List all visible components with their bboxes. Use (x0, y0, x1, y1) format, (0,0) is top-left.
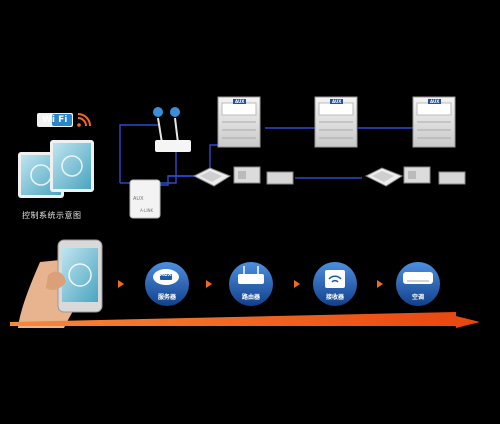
step-label-router: 路由器 (241, 294, 260, 301)
progress-arrow (10, 312, 480, 328)
wifi-badge (37, 113, 91, 127)
line-tablet-router (119, 124, 158, 183)
wifi-receiver-icon (325, 270, 345, 288)
step-label-ac: 空调 (411, 294, 424, 301)
step-ac (396, 262, 440, 306)
outdoor-unit-1 (217, 96, 261, 148)
indoor-unit-duct-1 (233, 166, 261, 184)
tablet-device-2 (50, 140, 94, 192)
wifi-label: Wi Fi (42, 115, 68, 125)
hand-phone (18, 239, 103, 328)
indoor-unit-slim-2 (438, 171, 466, 185)
controller-sub: A-LINK (140, 208, 154, 213)
step-server (145, 262, 189, 306)
air-conditioner-icon (403, 272, 433, 284)
indoor-unit-cassette-2 (364, 167, 404, 187)
chevron-4 (377, 280, 383, 288)
line-router-controller (140, 150, 177, 184)
indoor-unit-slim-1 (266, 171, 294, 185)
step-label-server: 服务器 (157, 294, 176, 301)
router-icon (238, 274, 264, 284)
line-to-odu1 (168, 144, 222, 177)
outdoor-unit-3 (412, 96, 456, 148)
server-badge: AUX (160, 272, 172, 278)
chevron-1 (118, 280, 124, 288)
outdoor-unit-logo-3: AUX (428, 99, 442, 104)
indoor-unit-duct-2 (403, 166, 431, 184)
outdoor-unit-logo-1: AUX (233, 99, 247, 104)
wifi-label-box: Wi Fi (37, 113, 73, 127)
controller-box (129, 179, 161, 219)
indoor-unit-cassette-1 (192, 167, 232, 187)
step-receiver (313, 262, 357, 306)
outdoor-unit-logo-2: AUX (330, 99, 344, 104)
controller-brand: AUX (133, 196, 144, 202)
chevron-3 (294, 280, 300, 288)
diagram-caption: 控制系统示意图 (22, 211, 82, 220)
flow-chevrons (118, 280, 383, 288)
step-label-receiver: 接收器 (325, 294, 344, 301)
chevron-2 (206, 280, 212, 288)
outdoor-unit-2 (314, 96, 358, 148)
connection-lines (119, 124, 415, 186)
step-router (229, 262, 273, 306)
router-device (153, 107, 191, 152)
